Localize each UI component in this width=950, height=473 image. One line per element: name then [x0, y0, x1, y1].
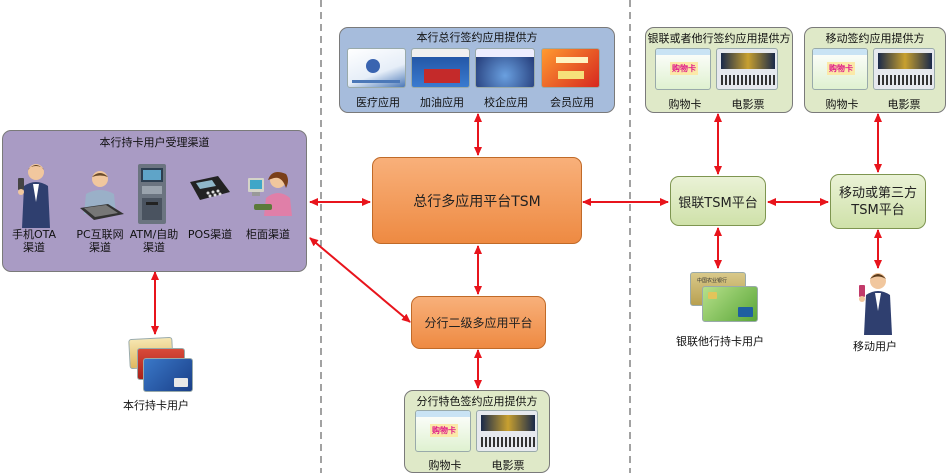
head-office-providers-title: 本行总行签约应用提供方 [416, 31, 538, 44]
pc-user-icon [80, 171, 124, 220]
app-label-fuel: 加油应用 [420, 96, 464, 109]
unionpay-shopping-card-text: 购物卡 [670, 62, 698, 75]
branch-app-label-movie: 电影票 [491, 459, 525, 472]
head-office-tsm-label: 总行多应用平台TSM [413, 193, 541, 210]
unionpay-tsm-label: 银联TSM平台 [678, 195, 758, 211]
mobile-app-label-movie: 电影票 [887, 98, 921, 111]
agri-bank-card-text: 中国农业银行 [697, 278, 728, 284]
branch-tsm-node: 分行二级多应用平台 [411, 296, 546, 349]
medical-card-image [347, 48, 406, 88]
mobile-shopping-card-text: 购物卡 [827, 62, 855, 75]
mobile-shopping-card-image: 购物卡 [812, 48, 868, 90]
agri-bank-card-front [702, 286, 758, 322]
atm-icon [138, 164, 166, 224]
head-office-tsm-node: 总行多应用平台TSM [372, 157, 582, 244]
unionpay-tsm-node: 银联TSM平台 [670, 176, 766, 226]
branch-shopping-card-text: 购物卡 [430, 424, 458, 437]
app-label-member: 会员应用 [550, 96, 594, 109]
mobile-users-label: 移动用户 [853, 340, 897, 353]
branch-shopping-card-image: 购物卡 [415, 410, 471, 452]
branch-providers-title: 分行特色签约应用提供方 [416, 395, 538, 408]
mobile-movie-ticket-image [873, 48, 935, 90]
app-label-medical: 医疗应用 [356, 96, 400, 109]
school-card-image [475, 48, 535, 88]
own-bank-card-3 [143, 358, 193, 392]
unionpay-providers-title: 银联或者他行签约应用提供方 [647, 32, 791, 45]
channel-label-atm: ATM/自助渠道 [129, 228, 179, 254]
pos-terminal-icon [190, 176, 230, 200]
app-label-school: 校企应用 [484, 96, 528, 109]
branch-movie-ticket-image [476, 410, 538, 452]
unionpay-shopping-card-image: 购物卡 [655, 48, 711, 90]
member-card-image [541, 48, 600, 88]
fuel-card-image [411, 48, 470, 88]
unionpay-app-label-movie: 电影票 [731, 98, 765, 111]
other-cardholders-label: 银联他行持卡用户 [676, 335, 764, 348]
channels-title: 本行持卡用户受理渠道 [99, 136, 210, 149]
channel-label-counter: 柜面渠道 [246, 228, 290, 241]
mobile-app-label-shopping: 购物卡 [825, 98, 859, 111]
unionpay-movie-ticket-image [716, 48, 778, 90]
branch-app-label-shopping: 购物卡 [428, 459, 462, 472]
unionpay-app-label-shopping: 购物卡 [668, 98, 702, 111]
mobile-user-icon [18, 164, 50, 228]
arrow-channels-branch [309, 237, 411, 323]
mobile-providers-title: 移动签约应用提供方 [825, 32, 925, 45]
own-cardholders-label: 本行持卡用户 [123, 399, 189, 412]
mobile-user-figure-icon [859, 273, 892, 335]
channel-label-pc: PC互联网渠道 [76, 228, 124, 254]
channel-label-pos: POS渠道 [187, 228, 233, 241]
counter-clerk-icon [248, 172, 292, 216]
branch-tsm-label: 分行二级多应用平台 [424, 316, 533, 330]
